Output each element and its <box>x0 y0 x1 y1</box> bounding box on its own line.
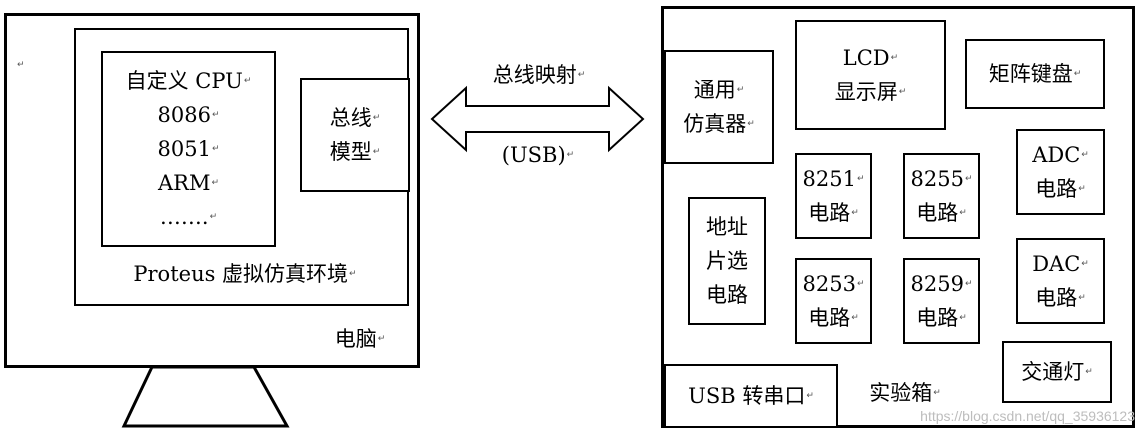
c8253-line-1: 电路↵ <box>808 306 859 330</box>
monitor-stand <box>121 365 290 428</box>
lcd-line-0: LCD↵ <box>842 46 899 70</box>
emulator-line-1: 仿真器↵ <box>683 112 755 136</box>
keypad-label: 矩阵键盘↵ <box>988 62 1082 86</box>
link-top-label: 总线映射↵ <box>492 63 586 87</box>
c8251-line-0: 8251↵ <box>802 167 865 191</box>
keypad-box: 矩阵键盘↵ <box>965 39 1105 109</box>
lcd-line-1: 显示屏↵ <box>834 80 907 104</box>
adc-box: ADC↵ 电路↵ <box>1016 129 1105 215</box>
c8255-line-1: 电路↵ <box>916 201 967 225</box>
monitor-corner-mark: ↵ <box>17 60 25 70</box>
lab-box-label: 实验箱↵ <box>869 381 941 405</box>
cpu-item-2: 8051↵ <box>157 137 220 161</box>
c8255-box: 8255↵ 电路↵ <box>903 153 980 239</box>
adc-line-0: ADC↵ <box>1032 143 1089 167</box>
cpu-item-4: …….↵ <box>159 205 218 229</box>
dac-line-1: 电路↵ <box>1035 286 1086 310</box>
traffic-light-box: 交通灯↵ <box>1002 341 1112 403</box>
c8251-box: 8251↵ 电路↵ <box>795 153 872 239</box>
bus-model-box: 总线↵ 模型↵ <box>300 78 410 192</box>
c8251-line-1: 电路↵ <box>808 201 859 225</box>
adc-line-1: 电路↵ <box>1035 177 1086 201</box>
watermark: https://blog.csdn.net/qq_35936123 <box>920 408 1135 424</box>
dac-line-0: DAC↵ <box>1032 252 1089 276</box>
cpu-item-0: 自定义 CPU↵ <box>125 69 252 93</box>
c8259-line-1: 电路↵ <box>916 306 967 330</box>
chip-select-line-1: 片选 <box>706 249 748 273</box>
chip-select-box: 地址 片选 电路 <box>688 197 766 325</box>
emulator-line-0: 通用↵ <box>693 78 745 102</box>
computer-label: 电脑↵ <box>334 327 386 351</box>
emulator-box: 通用↵ 仿真器↵ <box>664 50 774 164</box>
c8259-line-0: 8259↵ <box>910 272 973 296</box>
chip-select-line-0: 地址 <box>706 215 748 239</box>
dac-box: DAC↵ 电路↵ <box>1016 238 1105 324</box>
c8253-line-0: 8253↵ <box>802 272 865 296</box>
proteus-env-label: Proteus 虚拟仿真环境↵ <box>133 262 357 286</box>
bus-model-line-1: 模型↵ <box>329 140 381 164</box>
chip-select-line-2: 电路 <box>706 283 748 307</box>
c8253-box: 8253↵ 电路↵ <box>795 258 872 344</box>
c8259-box: 8259↵ 电路↵ <box>903 258 980 344</box>
double-arrow <box>430 85 645 153</box>
bus-model-line-0: 总线↵ <box>329 106 381 130</box>
cpu-item-3: ARM↵ <box>157 171 220 195</box>
c8255-line-0: 8255↵ <box>910 167 973 191</box>
usb-serial-label: USB 转串口↵ <box>688 384 814 408</box>
cpu-item-1: 8086↵ <box>157 103 220 127</box>
lcd-box: LCD↵ 显示屏↵ <box>795 20 946 130</box>
cpu-list-box: 自定义 CPU↵ 8086↵ 8051↵ ARM↵ …….↵ <box>101 51 276 247</box>
link-bottom-label: (USB)↵ <box>501 143 575 167</box>
usb-serial-box: USB 转串口↵ <box>664 364 838 428</box>
traffic-light-label: 交通灯↵ <box>1021 360 1093 384</box>
